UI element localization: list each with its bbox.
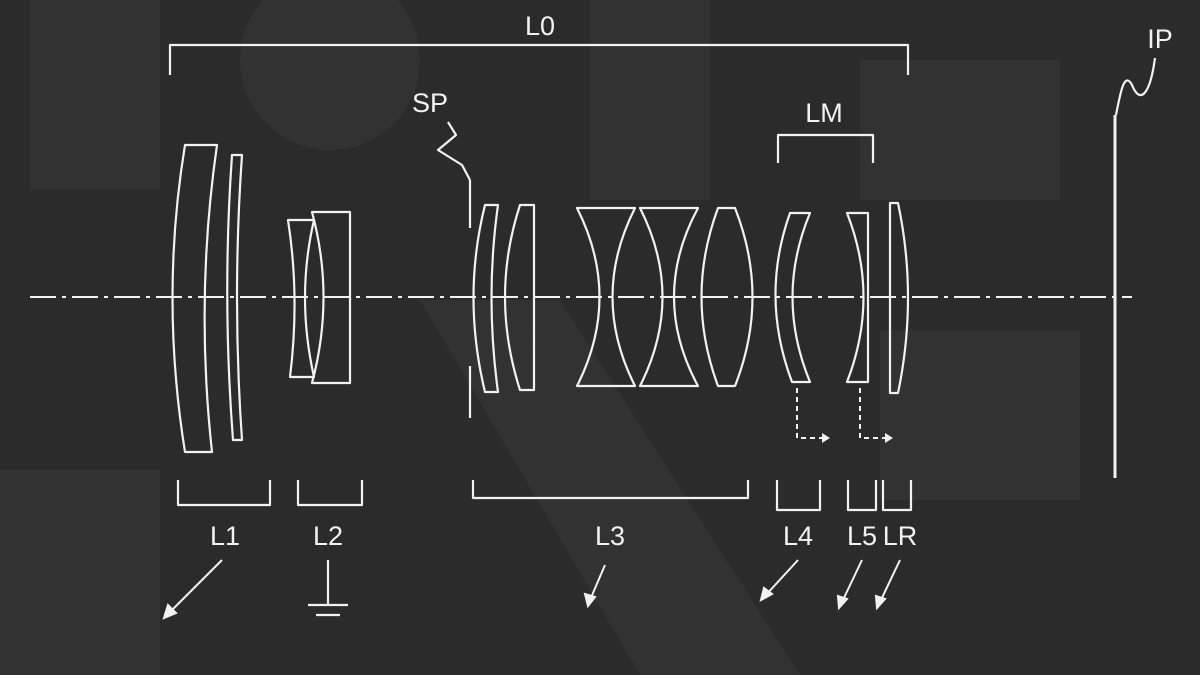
lens-lr (888, 201, 910, 395)
l4-label: L4 (783, 521, 813, 551)
group-l2-lenses (286, 210, 352, 385)
lm-label: LM (805, 98, 843, 128)
ip-label: IP (1147, 24, 1173, 54)
l1-label: L1 (210, 521, 240, 551)
l4-arrowhead-icon (822, 433, 830, 443)
l0-label: L0 (525, 11, 555, 41)
ground-icon (308, 560, 348, 617)
l0-bracket (168, 43, 910, 75)
direction-arrows (162, 559, 901, 620)
l1-arrowhead-icon (162, 603, 178, 620)
group-l3-lenses (472, 203, 754, 394)
lens-l4 (774, 211, 812, 384)
l4-movement-arrow (796, 388, 822, 439)
group-brackets (176, 480, 913, 512)
lens-l5 (845, 211, 870, 384)
lr-label: LR (883, 521, 918, 551)
l4-arrow-icon (764, 559, 799, 597)
l3-label: L3 (595, 521, 625, 551)
group-l1-lenses (171, 143, 244, 454)
ip-leader (1114, 57, 1157, 116)
l5-movement-arrow (859, 388, 885, 439)
l2-label: L2 (313, 521, 343, 551)
l1-arrow-icon (167, 559, 223, 615)
l5-label: L5 (847, 521, 877, 551)
lr-arrow-icon (879, 559, 901, 603)
lm-bracket (776, 133, 875, 163)
l3-arrow-icon (589, 564, 606, 601)
watermark (0, 0, 1080, 675)
l5-arrowhead-icon (885, 433, 893, 443)
sp-leader (436, 121, 471, 181)
l5-arrow-icon (841, 559, 863, 603)
sp-label: SP (412, 88, 448, 118)
